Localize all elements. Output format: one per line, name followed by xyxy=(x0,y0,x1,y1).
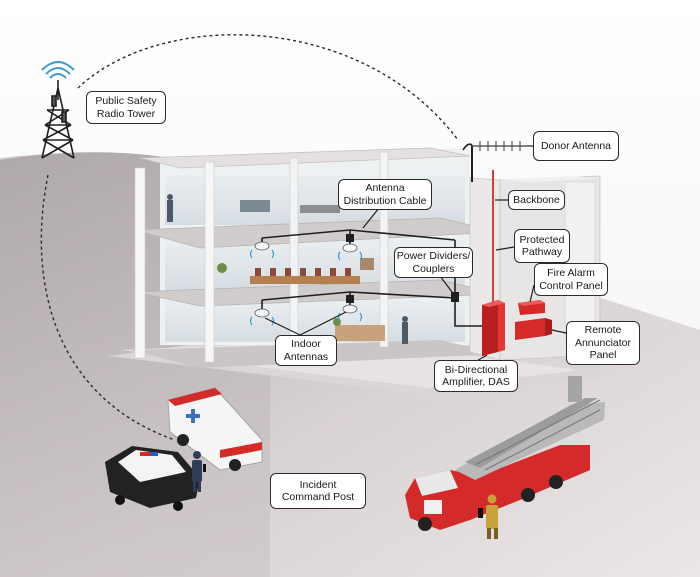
fire-alarm-panel-label-line-2: Control Panel xyxy=(539,279,603,292)
bda-label-line-1: Bi-Directional xyxy=(444,363,508,376)
radio-link-arc-left xyxy=(40,174,176,441)
remote-annunciator-label-line-3: Panel xyxy=(589,349,617,362)
donor-antenna-icon xyxy=(462,141,528,182)
indoor-antennas-callout: Indoor Antennas xyxy=(275,335,337,366)
bda-amplifier-icon xyxy=(482,300,505,356)
donor-antenna-callout: Donor Antenna xyxy=(533,131,619,161)
bda-callout: Bi-Directional Amplifier, DAS xyxy=(434,360,518,392)
remote-annunciator-label-line-1: Remote xyxy=(584,324,622,337)
ambulance-icon xyxy=(167,387,263,471)
fire-alarm-panel-icon xyxy=(518,300,545,315)
remote-annunciator-label-line-2: Annunciator xyxy=(574,336,632,349)
firefighter-icon xyxy=(478,494,498,539)
protected-pathway-label-line-1: Protected xyxy=(519,233,565,246)
tower-callout: Public Safety Radio Tower xyxy=(86,91,166,124)
incident-post-label-line-1: Incident xyxy=(299,478,337,491)
power-dividers-label-line-1: Power Dividers/ xyxy=(396,250,471,262)
coupler-icon xyxy=(346,234,354,242)
distribution-cable-callout: Antenna Distribution Cable xyxy=(338,179,432,210)
police-text: POLICE xyxy=(128,485,155,496)
backbone-callout: Backbone xyxy=(508,190,565,210)
power-dividers-label-line-2: Couplers xyxy=(412,262,455,275)
backbone-label: Backbone xyxy=(513,193,560,206)
annunciator-panel-icon xyxy=(515,318,552,340)
incident-post-label-line-2: Command Post xyxy=(281,491,355,503)
fire-alarm-panel-label-line-1: Fire Alarm xyxy=(547,267,595,279)
radio-tower-icon xyxy=(41,80,75,159)
tower-label-line-2: Radio Tower xyxy=(96,107,156,120)
radio-waves-icon xyxy=(41,61,75,79)
police-car-icon: POLICE xyxy=(105,446,200,511)
protected-pathway-label-line-2: Pathway xyxy=(521,246,563,258)
radio-link-arc-top xyxy=(77,34,459,141)
distribution-cable-label-line-1: Antenna xyxy=(365,182,405,194)
fire-alarm-panel-callout: Fire Alarm Control Panel xyxy=(534,263,608,296)
fire-truck-icon xyxy=(405,376,605,531)
bda-label-line-2: Amplifier, DAS xyxy=(442,376,510,388)
incident-post-callout: Incident Command Post xyxy=(270,473,366,509)
distribution-cable-label-line-2: Distribution Cable xyxy=(343,194,427,207)
police-officer-icon xyxy=(192,451,206,492)
leader-lines xyxy=(264,145,567,366)
power-divider-icon xyxy=(451,292,459,302)
donor-antenna-label: Donor Antenna xyxy=(540,139,612,152)
remote-annunciator-callout: Remote Annunciator Panel xyxy=(566,321,640,365)
indoor-antennas-label-line-2: Antennas xyxy=(283,350,329,363)
tower-label-line-1: Public Safety xyxy=(95,95,157,107)
protected-pathway-callout: Protected Pathway xyxy=(514,229,570,263)
indoor-antenna-waves-icon xyxy=(249,249,363,326)
indoor-antennas-label-line-1: Indoor xyxy=(291,338,321,350)
indoor-antenna-icon xyxy=(254,241,358,318)
power-dividers-callout: Power Dividers/ Couplers xyxy=(394,247,473,278)
